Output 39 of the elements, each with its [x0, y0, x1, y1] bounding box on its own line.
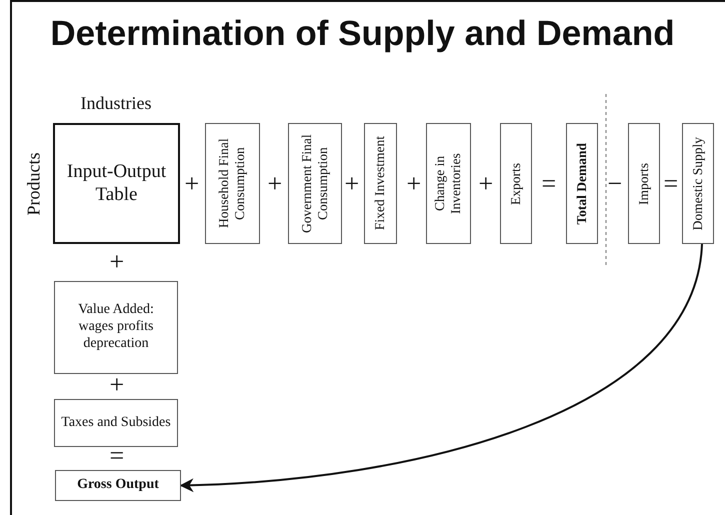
node-text: Fixed Investment	[372, 136, 388, 231]
operator-symbol: +	[344, 171, 360, 197]
node-text: Gross Output	[77, 477, 159, 494]
operator-symbol: +	[478, 171, 494, 197]
node-text: Household Final Consumption	[216, 138, 248, 230]
node-text: Government Final Consumption	[298, 133, 331, 235]
operator-symbol: =	[664, 171, 678, 197]
axis-label: Industries	[80, 94, 152, 112]
node-text: Change in Inventories	[432, 152, 464, 216]
operator-symbol: +	[406, 171, 422, 197]
operator-symbol: =	[110, 443, 124, 469]
process-box	[288, 123, 342, 244]
node-text: Exports	[508, 162, 524, 204]
axis-label: Products	[24, 152, 42, 216]
process-box	[54, 281, 178, 374]
table-box	[53, 123, 180, 244]
process-box	[54, 399, 178, 447]
process-box	[628, 123, 660, 244]
process-box	[682, 123, 714, 244]
process-box	[500, 123, 532, 244]
title: Determination of Supply and Demand	[49, 14, 676, 54]
node-text: Total Demand	[574, 142, 590, 224]
process-box	[364, 123, 397, 244]
operator-symbol: +	[184, 171, 200, 197]
node-text: Input-Output Table	[66, 160, 168, 206]
process-box	[566, 123, 598, 244]
node-text: Domestic Supply	[690, 136, 706, 230]
operator-symbol: −	[608, 171, 622, 197]
process-box	[426, 123, 471, 244]
node-text: Value Added: wages profits deprecation	[77, 302, 155, 353]
node-text: Taxes and Subsides	[61, 414, 171, 432]
node-text: Imports	[636, 162, 652, 204]
operator-symbol: +	[110, 249, 124, 275]
operator-symbol: =	[542, 171, 556, 197]
process-box	[55, 470, 181, 501]
operator-symbol: +	[268, 171, 282, 197]
arrow	[180, 244, 703, 492]
operator-symbol: +	[110, 372, 124, 398]
process-box	[205, 123, 260, 244]
